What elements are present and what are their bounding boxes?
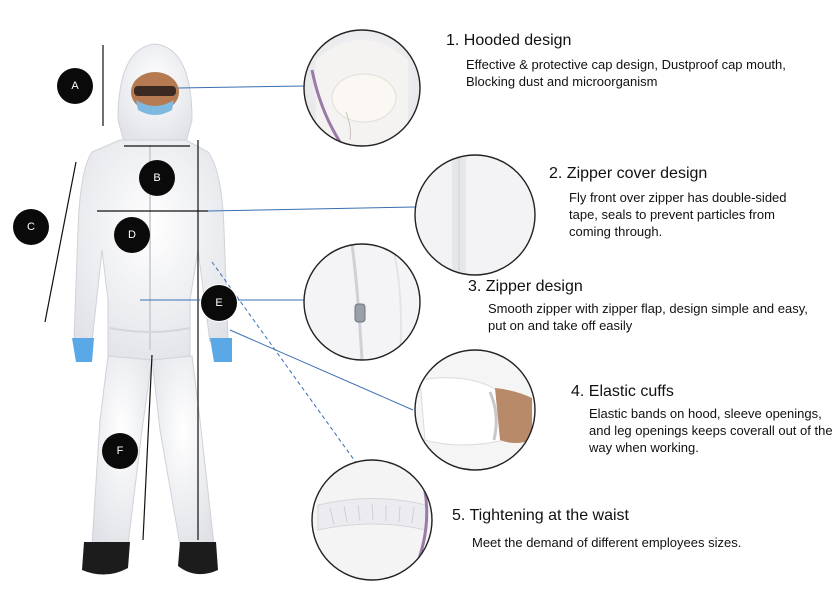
feature-title-waist: 5. Tightening at the waist [452, 507, 629, 524]
feature-desc-elastic-cuffs: Elastic bands on hood, sleeve openings, … [589, 406, 833, 455]
leader-line-zipper-cover [207, 206, 416, 212]
face-mask [136, 100, 174, 115]
feature-title-elastic-cuffs: 4. Elastic cuffs [571, 383, 674, 400]
feature-desc-hooded-design: Effective & protective cap design, Dustp… [466, 57, 786, 89]
feature-title-hooded-design: 1. Hooded design [446, 32, 572, 49]
detail-circle-cuffs [414, 349, 536, 471]
badge-f: F [102, 433, 138, 469]
detail-circle-zipper-cover [414, 154, 536, 276]
goggles [134, 86, 176, 96]
badge-e: E [201, 285, 237, 321]
badge-a: A [57, 68, 93, 104]
feature-title-zipper-design: 3. Zipper design [468, 278, 583, 295]
right-glove [210, 338, 232, 362]
detail-circle-zipper [303, 243, 421, 361]
leader-line-hood [177, 85, 305, 89]
right-boot [178, 542, 218, 575]
detail-circle-hood [303, 29, 421, 147]
measurement-lines [44, 45, 208, 541]
measure-line-c [44, 161, 77, 323]
badge-b: B [139, 160, 175, 196]
feature-desc-zipper-design: Smooth zipper with zipper flap, design s… [488, 301, 808, 333]
badge-c: C [13, 209, 49, 245]
left-boot [82, 542, 130, 575]
left-glove [72, 338, 94, 362]
feature-desc-zipper-cover: Fly front over zipper has double-sided t… [569, 190, 787, 239]
measure-line-f [142, 354, 153, 541]
detail-circle-waist [311, 459, 433, 581]
feature-desc-waist: Meet the demand of different employees s… [472, 535, 742, 550]
feature-title-zipper-cover: 2. Zipper cover design [549, 165, 708, 182]
leader-line-cuffs [229, 329, 414, 411]
badge-d: D [114, 217, 150, 253]
